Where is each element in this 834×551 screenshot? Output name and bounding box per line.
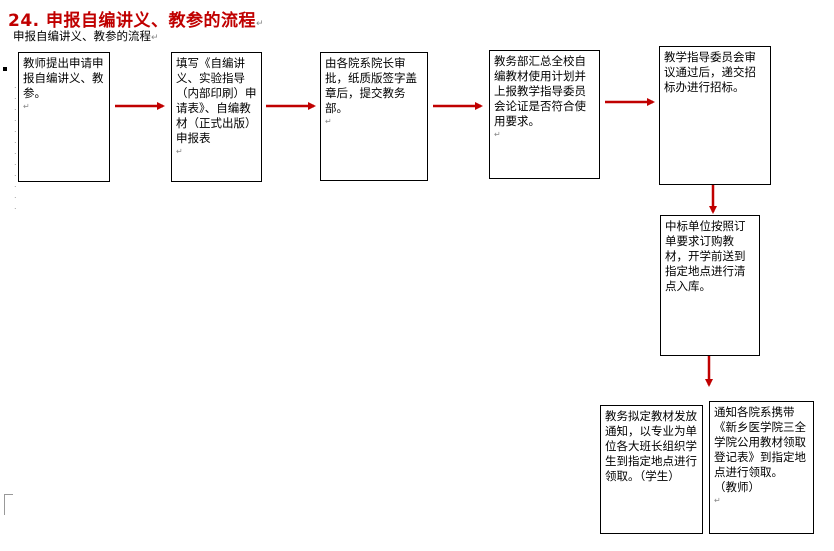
step-8-box: 通知各院系携带《新乡医学院三全学院公用教材领取登记表》到指定地点进行领取。 （教… <box>709 401 814 534</box>
return-mark-icon: ↵ <box>325 117 332 126</box>
return-mark-icon: ↵ <box>714 496 721 505</box>
page-title-text: 24. 申报自编讲义、教参的流程 <box>8 11 257 31</box>
page-title: 24. 申报自编讲义、教参的流程↵ <box>8 6 264 31</box>
return-mark-icon: ↵ <box>256 19 265 29</box>
step-3-box: 由各院系院长审批，纸质版签字盖章后，提交教务部。 ↵ <box>320 52 428 181</box>
return-mark-icon: ↵ <box>23 102 30 111</box>
paragraph-marks: ............ <box>14 81 17 211</box>
step-2-text: 填写《自编讲义、实验指导（内部印刷）申请表》、自编教材（正式出版）申报表 <box>176 56 257 145</box>
step-8-text: 通知各院系携带《新乡医学院三全学院公用教材领取登记表》到指定地点进行领取。 （教… <box>714 405 806 494</box>
step-4-text: 教务部汇总全校自编教材使用计划并上报教学指导委员会论证是否符合使用要求。 <box>494 54 586 128</box>
step-1-box: 教师提出申请申报自编讲义、教参。 ↵ <box>18 52 110 182</box>
list-bullet <box>3 67 7 71</box>
page-subtitle: 申报自编讲义、教参的流程↵ <box>13 28 159 44</box>
page-corner-mark <box>4 494 13 515</box>
step-1-text: 教师提出申请申报自编讲义、教参。 <box>23 56 104 100</box>
step-7-box: 教务拟定教材发放通知，以专业为单位各大班长组织学生到指定地点进行领取。（学生） <box>600 405 703 534</box>
return-mark-icon: ↵ <box>494 130 501 139</box>
step-3-text: 由各院系院长审批，纸质版签字盖章后，提交教务部。 <box>325 56 417 115</box>
step-7-text: 教务拟定教材发放通知，以专业为单位各大班长组织学生到指定地点进行领取。（学生） <box>605 409 697 483</box>
step-4-box: 教务部汇总全校自编教材使用计划并上报教学指导委员会论证是否符合使用要求。 ↵ <box>489 50 600 179</box>
step-2-box: 填写《自编讲义、实验指导（内部印刷）申请表》、自编教材（正式出版）申报表 ↵ <box>171 52 262 182</box>
step-5-text: 教学指导委员会审议通过后，递交招标办进行招标。 <box>664 50 756 94</box>
page-subtitle-text: 申报自编讲义、教参的流程 <box>13 29 151 43</box>
return-mark-icon: ↵ <box>176 147 183 156</box>
step-6-box: 中标单位按照订单要求订购教材，开学前送到指定地点进行清点入库。 <box>660 215 760 356</box>
paragraph-mark-icon: ↵ <box>151 33 159 43</box>
step-5-box: 教学指导委员会审议通过后，递交招标办进行招标。 <box>659 46 771 185</box>
step-6-text: 中标单位按照订单要求订购教材，开学前送到指定地点进行清点入库。 <box>665 219 746 293</box>
